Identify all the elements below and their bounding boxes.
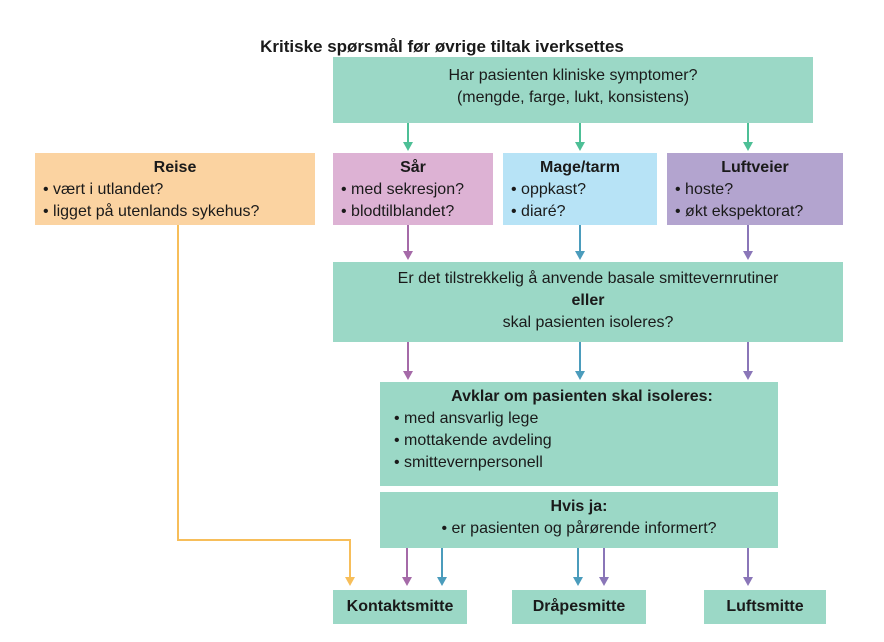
luftveier-box: Luftveier hoste? økt ekspektorat?: [667, 153, 843, 225]
hvis-ja-heading: Hvis ja:: [550, 498, 608, 515]
sar-box: Sår med sekresjon? blodtilblandet?: [333, 153, 493, 225]
avklar-box: Avklar om pasienten skal isoleres: med a…: [380, 382, 778, 486]
list-item: oppkast?: [511, 179, 649, 201]
list-item: ligget på utenlands sykehus?: [43, 201, 307, 223]
list-item: med ansvarlig lege: [394, 408, 770, 430]
question-or: eller: [571, 292, 605, 309]
sar-heading: Sår: [400, 159, 426, 176]
luftsmitte-box: Luftsmitte: [704, 590, 826, 624]
avklar-heading: Avklar om pasienten skal isoleres:: [451, 388, 713, 405]
symptoms-box: Har pasienten kliniske symptomer? (mengd…: [333, 57, 813, 123]
mage-box: Mage/tarm oppkast? diaré?: [503, 153, 657, 225]
list-item: er pasienten og pårørende informert?: [388, 518, 770, 540]
green-arrows: [407, 123, 749, 143]
mage-heading: Mage/tarm: [539, 159, 621, 176]
drapesmitte-box: Dråpesmitte: [512, 590, 646, 624]
list-item: hoste?: [675, 179, 835, 201]
list-item: mottakende avdeling: [394, 430, 770, 452]
reise-heading: Reise: [153, 159, 197, 176]
sar-list: med sekresjon? blodtilblandet?: [341, 179, 485, 223]
list-item: vært i utlandet?: [43, 179, 307, 201]
list-item: med sekresjon?: [341, 179, 485, 201]
reise-box: Reise vært i utlandet? ligget på utenlan…: [35, 153, 315, 225]
list-item: blodtilblandet?: [341, 201, 485, 223]
question-line-1: Er det tilstrekkelig å anvende basale sm…: [397, 270, 779, 287]
symptoms-details: (mengde, farge, lukt, konsistens): [456, 89, 690, 106]
diagram-title: Kritiske spørsmål før øvrige tiltak iver…: [260, 37, 624, 56]
mage-list: oppkast? diaré?: [511, 179, 649, 223]
luftveier-list: hoste? økt ekspektorat?: [675, 179, 835, 223]
kontaktsmitte-box: Kontaktsmitte: [333, 590, 467, 624]
hvis-ja-box: Hvis ja: er pasienten og pårørende infor…: [380, 492, 778, 548]
question-line-3: skal pasienten isoleres?: [502, 314, 674, 331]
reise-list: vært i utlandet? ligget på utenlands syk…: [43, 179, 307, 223]
symptoms-question: Har pasienten kliniske symptomer?: [448, 67, 698, 84]
list-item: økt ekspektorat?: [675, 201, 835, 223]
list-item: diaré?: [511, 201, 649, 223]
list-item: smittevernpersonell: [394, 452, 770, 474]
luftveier-heading: Luftveier: [721, 159, 789, 176]
avklar-list: med ansvarlig lege mottakende avdeling s…: [394, 408, 770, 474]
hvis-ja-list: er pasienten og pårørende informert?: [388, 518, 770, 540]
isolation-question-box: Er det tilstrekkelig å anvende basale sm…: [333, 262, 843, 342]
